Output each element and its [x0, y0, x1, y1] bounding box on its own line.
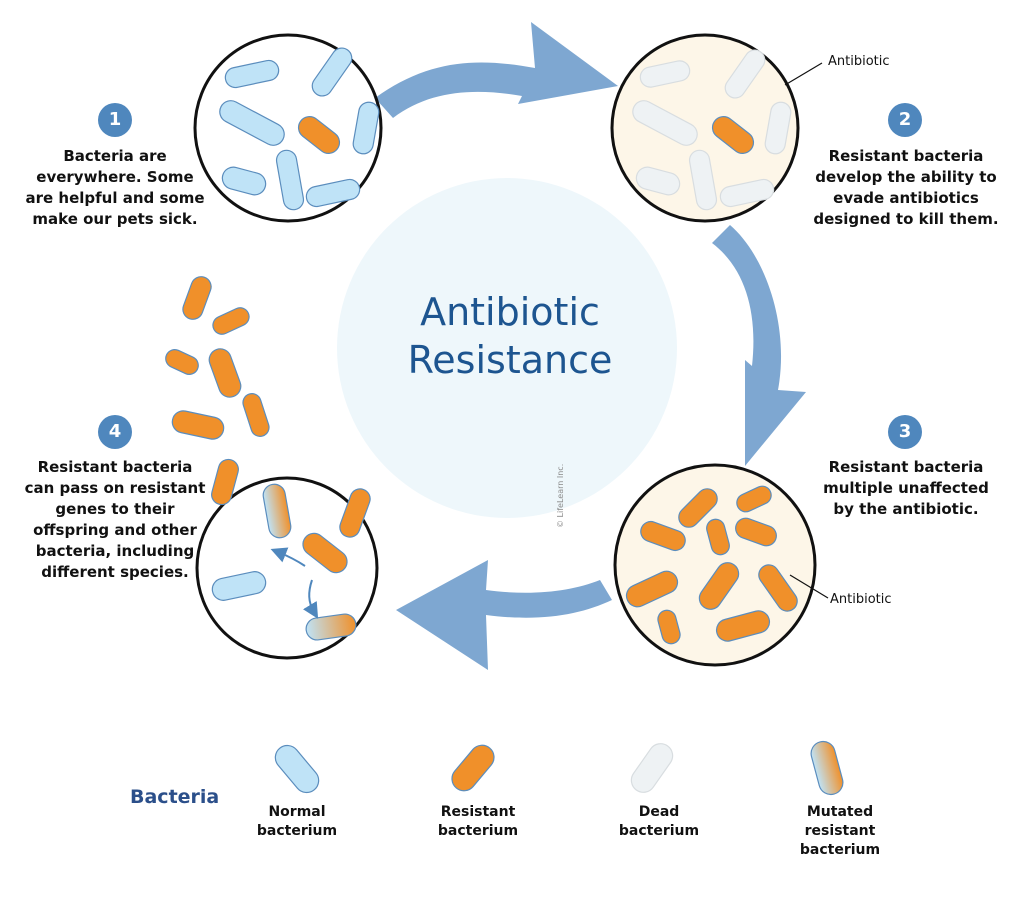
resistant-bacterium	[758, 564, 798, 612]
copyright-credit: © LifeLearn Inc.	[556, 463, 565, 528]
stage-1-circle	[193, 33, 383, 223]
normal-bacterium	[352, 101, 380, 155]
normal-bacterium	[221, 166, 267, 196]
step-4-text: Resistant bacteria can pass on resistant…	[24, 458, 206, 581]
dead-bacterium	[639, 60, 691, 88]
resistant-bacterium	[297, 116, 341, 154]
resistant-bacterium	[736, 485, 772, 513]
resistant-bacterium	[625, 570, 679, 608]
resistant-bacterium	[208, 348, 242, 398]
normal-bacterium	[224, 59, 280, 89]
resistant-bacterium	[171, 410, 225, 440]
resistant-bacterium	[706, 518, 730, 556]
step-3-badge: 3	[888, 415, 922, 449]
mutated-resistant-bacterium	[262, 483, 292, 539]
dead-bacterium	[635, 166, 681, 196]
step-2-badge: 2	[888, 103, 922, 137]
arrow-1-to-2	[375, 22, 618, 118]
resistant-bacterium	[242, 393, 270, 437]
dead-bacterium	[724, 49, 766, 99]
step-4-badge: 4	[98, 415, 132, 449]
legend-mutated-icon	[810, 740, 844, 796]
resistant-bacterium	[678, 488, 718, 528]
arrow-2-to-3	[712, 225, 806, 466]
center-circle	[337, 178, 677, 518]
title-line-1: Antibiotic	[420, 290, 600, 334]
antibiotic-label-bottom: Antibiotic	[830, 592, 892, 607]
normal-bacterium	[305, 178, 361, 208]
stage-3-circle	[613, 463, 829, 667]
legend-label-resistant: Resistant bacterium	[437, 804, 519, 839]
stage-4-circle	[195, 476, 379, 660]
stage-2-circle	[610, 33, 823, 223]
resistant-bacterium	[182, 276, 212, 320]
legend-heading: Bacteria	[130, 786, 220, 808]
legend-label-dead: Dead bacterium	[618, 804, 700, 839]
resistant-bacterium	[212, 307, 250, 335]
step-1-text: Bacteria are everywhere. Some are helpfu…	[25, 147, 205, 228]
step-3-text: Resistant bacteria multiple unaffected b…	[823, 458, 989, 518]
resistant-bacterium	[698, 562, 740, 610]
legend-normal-icon	[274, 744, 320, 794]
arrow-3-to-4	[396, 560, 612, 670]
dead-bacterium	[764, 101, 792, 155]
legend-icons	[274, 740, 844, 796]
resistant-bacterium	[339, 488, 371, 538]
legend-resistant-icon	[451, 744, 495, 792]
transfer-arrow-up	[270, 547, 306, 567]
resistant-bacterium	[735, 517, 777, 547]
legend-dead-icon	[630, 743, 674, 793]
resistant-bacterium	[211, 458, 239, 506]
normal-bacterium	[219, 100, 285, 146]
mutated-resistant-bacterium	[305, 613, 357, 641]
dead-bacterium	[688, 149, 718, 211]
cycle-arrows	[375, 22, 806, 670]
spreading-bacteria	[165, 276, 270, 506]
resistant-bacterium	[165, 349, 199, 375]
resistant-bacterium	[302, 532, 348, 574]
transfer-arrow-down	[303, 579, 319, 619]
dead-bacterium	[719, 178, 775, 208]
normal-bacterium	[311, 47, 353, 97]
antibiotic-label-top: Antibiotic	[828, 54, 890, 69]
resistant-bacterium	[657, 609, 681, 645]
normal-bacterium	[275, 149, 305, 211]
dead-bacterium	[632, 100, 698, 146]
antibiotic-pointer-top	[784, 62, 823, 86]
antibiotic-pointer-bottom	[789, 574, 829, 599]
legend-label-normal: Normal bacterium	[256, 804, 338, 839]
step-2-text: Resistant bacteria develop the ability t…	[813, 147, 999, 228]
resistant-bacterium	[711, 116, 755, 154]
diagram-title: Antibiotic Resistance	[340, 288, 680, 384]
step-1-badge: 1	[98, 103, 132, 137]
title-line-2: Resistance	[407, 338, 613, 382]
resistant-bacterium	[640, 520, 686, 552]
resistant-bacterium	[715, 610, 771, 642]
legend-label-mutated: Mutated resistant bacterium	[799, 804, 881, 858]
normal-bacterium	[211, 571, 267, 601]
